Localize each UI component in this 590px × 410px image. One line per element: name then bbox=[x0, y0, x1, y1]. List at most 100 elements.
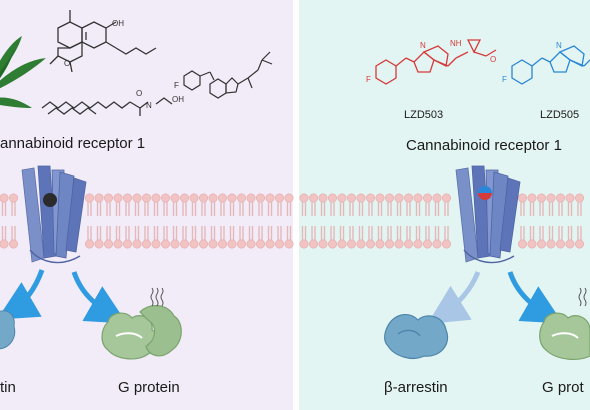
lipid-head bbox=[189, 193, 199, 203]
lipid-head bbox=[517, 193, 527, 203]
lipid-head bbox=[327, 239, 337, 249]
lipid-head bbox=[199, 239, 209, 249]
right-arrow-to-g-protein bbox=[507, 271, 564, 324]
lipid-head bbox=[227, 193, 237, 203]
lipid-head bbox=[170, 193, 180, 203]
lipid-head bbox=[0, 239, 9, 249]
anandamide-o-label: O bbox=[136, 89, 142, 98]
lipid-head bbox=[237, 193, 247, 203]
lipid-head bbox=[327, 193, 337, 203]
beta-arrestin-protein-icon bbox=[384, 313, 449, 359]
lipid-head bbox=[142, 193, 152, 203]
synthetic-cannabinoid-structure bbox=[183, 51, 273, 99]
lipid-head bbox=[0, 193, 9, 203]
lipid-head bbox=[284, 193, 294, 203]
lipid-head bbox=[308, 239, 318, 249]
lipid-head bbox=[170, 239, 180, 249]
anandamide-n-label: N bbox=[146, 101, 152, 110]
left-membrane bbox=[0, 193, 294, 249]
lipid-head bbox=[365, 193, 375, 203]
lipid-head bbox=[199, 193, 209, 203]
thc-structure bbox=[49, 10, 157, 73]
lipid-head bbox=[227, 239, 237, 249]
lipid-head bbox=[356, 239, 366, 249]
lipid-head bbox=[255, 239, 265, 249]
lipid-head bbox=[218, 193, 228, 203]
lipid-head bbox=[527, 193, 537, 203]
g-protein-icon bbox=[101, 305, 182, 360]
ligand-dot-icon bbox=[478, 186, 492, 200]
lipid-head bbox=[104, 239, 114, 249]
lipid-head bbox=[208, 193, 218, 203]
lipid-head bbox=[237, 239, 247, 249]
beta-arrestin-protein-icon bbox=[0, 310, 16, 350]
lipid-head bbox=[422, 239, 432, 249]
lzd505-label: LZD505 bbox=[540, 109, 579, 121]
lzd503-label: LZD503 bbox=[404, 109, 443, 121]
lipid-head bbox=[85, 239, 95, 249]
lipid-head bbox=[161, 239, 171, 249]
lipid-head bbox=[142, 239, 152, 249]
cannabis-leaf-icon bbox=[0, 36, 46, 108]
lipid-head bbox=[413, 239, 423, 249]
lipid-head bbox=[180, 193, 190, 203]
lipid-head bbox=[546, 239, 556, 249]
lzd505-structure bbox=[511, 45, 590, 85]
lipid-head bbox=[218, 239, 228, 249]
synthetic-f-label: F bbox=[174, 81, 179, 90]
anandamide-structure bbox=[41, 97, 173, 116]
lipid-head bbox=[565, 239, 575, 249]
lipid-head bbox=[432, 239, 442, 249]
left-cb1-receptor bbox=[21, 165, 87, 264]
lipid-head bbox=[208, 239, 218, 249]
right-cb1-receptor bbox=[455, 165, 521, 264]
lipid-head bbox=[161, 193, 171, 203]
lipid-head bbox=[375, 193, 385, 203]
lipid-head bbox=[356, 193, 366, 203]
lipid-head bbox=[346, 193, 356, 203]
lipid-head bbox=[9, 239, 18, 249]
lipid-head bbox=[151, 239, 161, 249]
lipid-head bbox=[132, 193, 142, 203]
lipid-head bbox=[536, 239, 546, 249]
right-receptor-title: Cannabinoid receptor 1 bbox=[406, 137, 562, 154]
lipid-head bbox=[384, 193, 394, 203]
lipid-head bbox=[565, 193, 575, 203]
lipid-head bbox=[104, 193, 114, 203]
lipid-head bbox=[574, 193, 584, 203]
lipid-head bbox=[274, 193, 284, 203]
thc-hydroxyl-label: OH bbox=[112, 19, 124, 28]
lipid-head bbox=[337, 193, 347, 203]
lipid-head bbox=[94, 239, 104, 249]
lipid-head bbox=[403, 193, 413, 203]
lzd505-n-label: N bbox=[556, 41, 562, 50]
lipid-head bbox=[422, 193, 432, 203]
lipid-head bbox=[441, 239, 451, 249]
lipid-head bbox=[308, 193, 318, 203]
lipid-head bbox=[123, 239, 133, 249]
lipid-head bbox=[432, 193, 442, 203]
lipid-head bbox=[189, 239, 199, 249]
right-arrestin-label: β-arrestin bbox=[384, 379, 448, 396]
lipid-head bbox=[246, 239, 256, 249]
lipid-head bbox=[574, 239, 584, 249]
lipid-head bbox=[299, 239, 309, 249]
lipid-head bbox=[255, 193, 265, 203]
left-receptor-title: annabinoid receptor 1 bbox=[0, 135, 145, 152]
lzd503-o-label: O bbox=[490, 55, 496, 64]
lipid-head bbox=[394, 239, 404, 249]
left-arrow-to-g-protein bbox=[71, 271, 128, 324]
lipid-head bbox=[113, 239, 123, 249]
lipid-head bbox=[527, 239, 537, 249]
lipid-head bbox=[9, 193, 18, 203]
lipid-head bbox=[94, 193, 104, 203]
right-arrow-to-arrestin bbox=[427, 271, 481, 324]
left-arrow-to-arrestin bbox=[0, 269, 45, 320]
lipid-head bbox=[536, 193, 546, 203]
lzd505-f-label: F bbox=[502, 75, 507, 84]
lipid-head bbox=[151, 193, 161, 203]
lipid-head bbox=[555, 239, 565, 249]
lipid-head bbox=[265, 193, 275, 203]
lzd503-f-label: F bbox=[366, 75, 371, 84]
